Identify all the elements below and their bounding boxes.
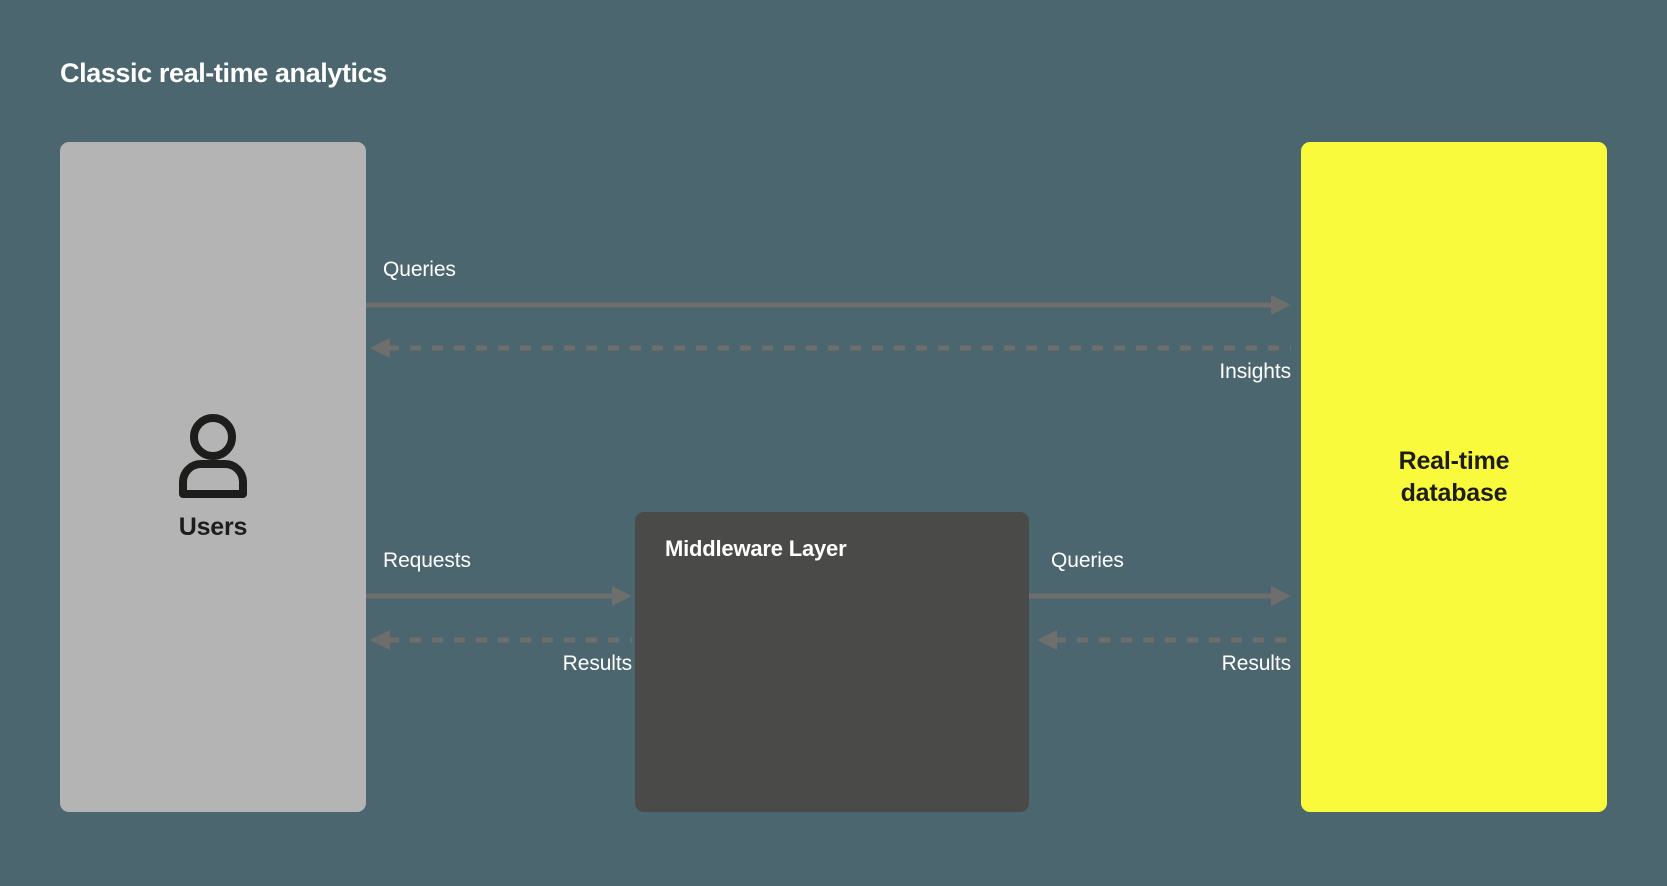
node-database[interactable]: Real-time database <box>1301 142 1607 812</box>
arrow-middleware-to-database-queries <box>1029 583 1291 609</box>
arrow-middleware-to-users-results <box>370 627 632 653</box>
node-users-label: Users <box>178 513 248 541</box>
user-icon <box>173 412 253 503</box>
database-content: Real-time database <box>1301 142 1607 812</box>
node-database-label-line2: database <box>1400 479 1508 507</box>
node-database-label: Real-time database <box>1399 445 1510 509</box>
edge-label-results-database-middleware: Results <box>1221 652 1291 675</box>
node-database-label-line1: Real-time <box>1398 447 1510 475</box>
arrow-database-to-middleware-results <box>1037 627 1291 653</box>
arrow-users-to-middleware-requests <box>366 583 632 609</box>
edge-label-results-middleware-users: Results <box>562 652 632 675</box>
edge-label-insights: Insights <box>1219 360 1291 383</box>
arrow-database-to-users-insights <box>370 335 1291 361</box>
node-middleware[interactable]: Middleware Layer <box>635 512 1029 812</box>
users-content: Users <box>60 142 366 812</box>
edge-label-queries-middleware-database: Queries <box>1051 549 1124 572</box>
node-middleware-label: Middleware Layer <box>665 536 847 561</box>
edge-label-requests: Requests <box>383 549 471 572</box>
edge-label-queries-users-database: Queries <box>383 258 456 281</box>
page-title: Classic real-time analytics <box>60 58 387 88</box>
arrow-users-to-database-queries <box>366 292 1291 318</box>
node-users[interactable]: Users <box>60 142 366 812</box>
